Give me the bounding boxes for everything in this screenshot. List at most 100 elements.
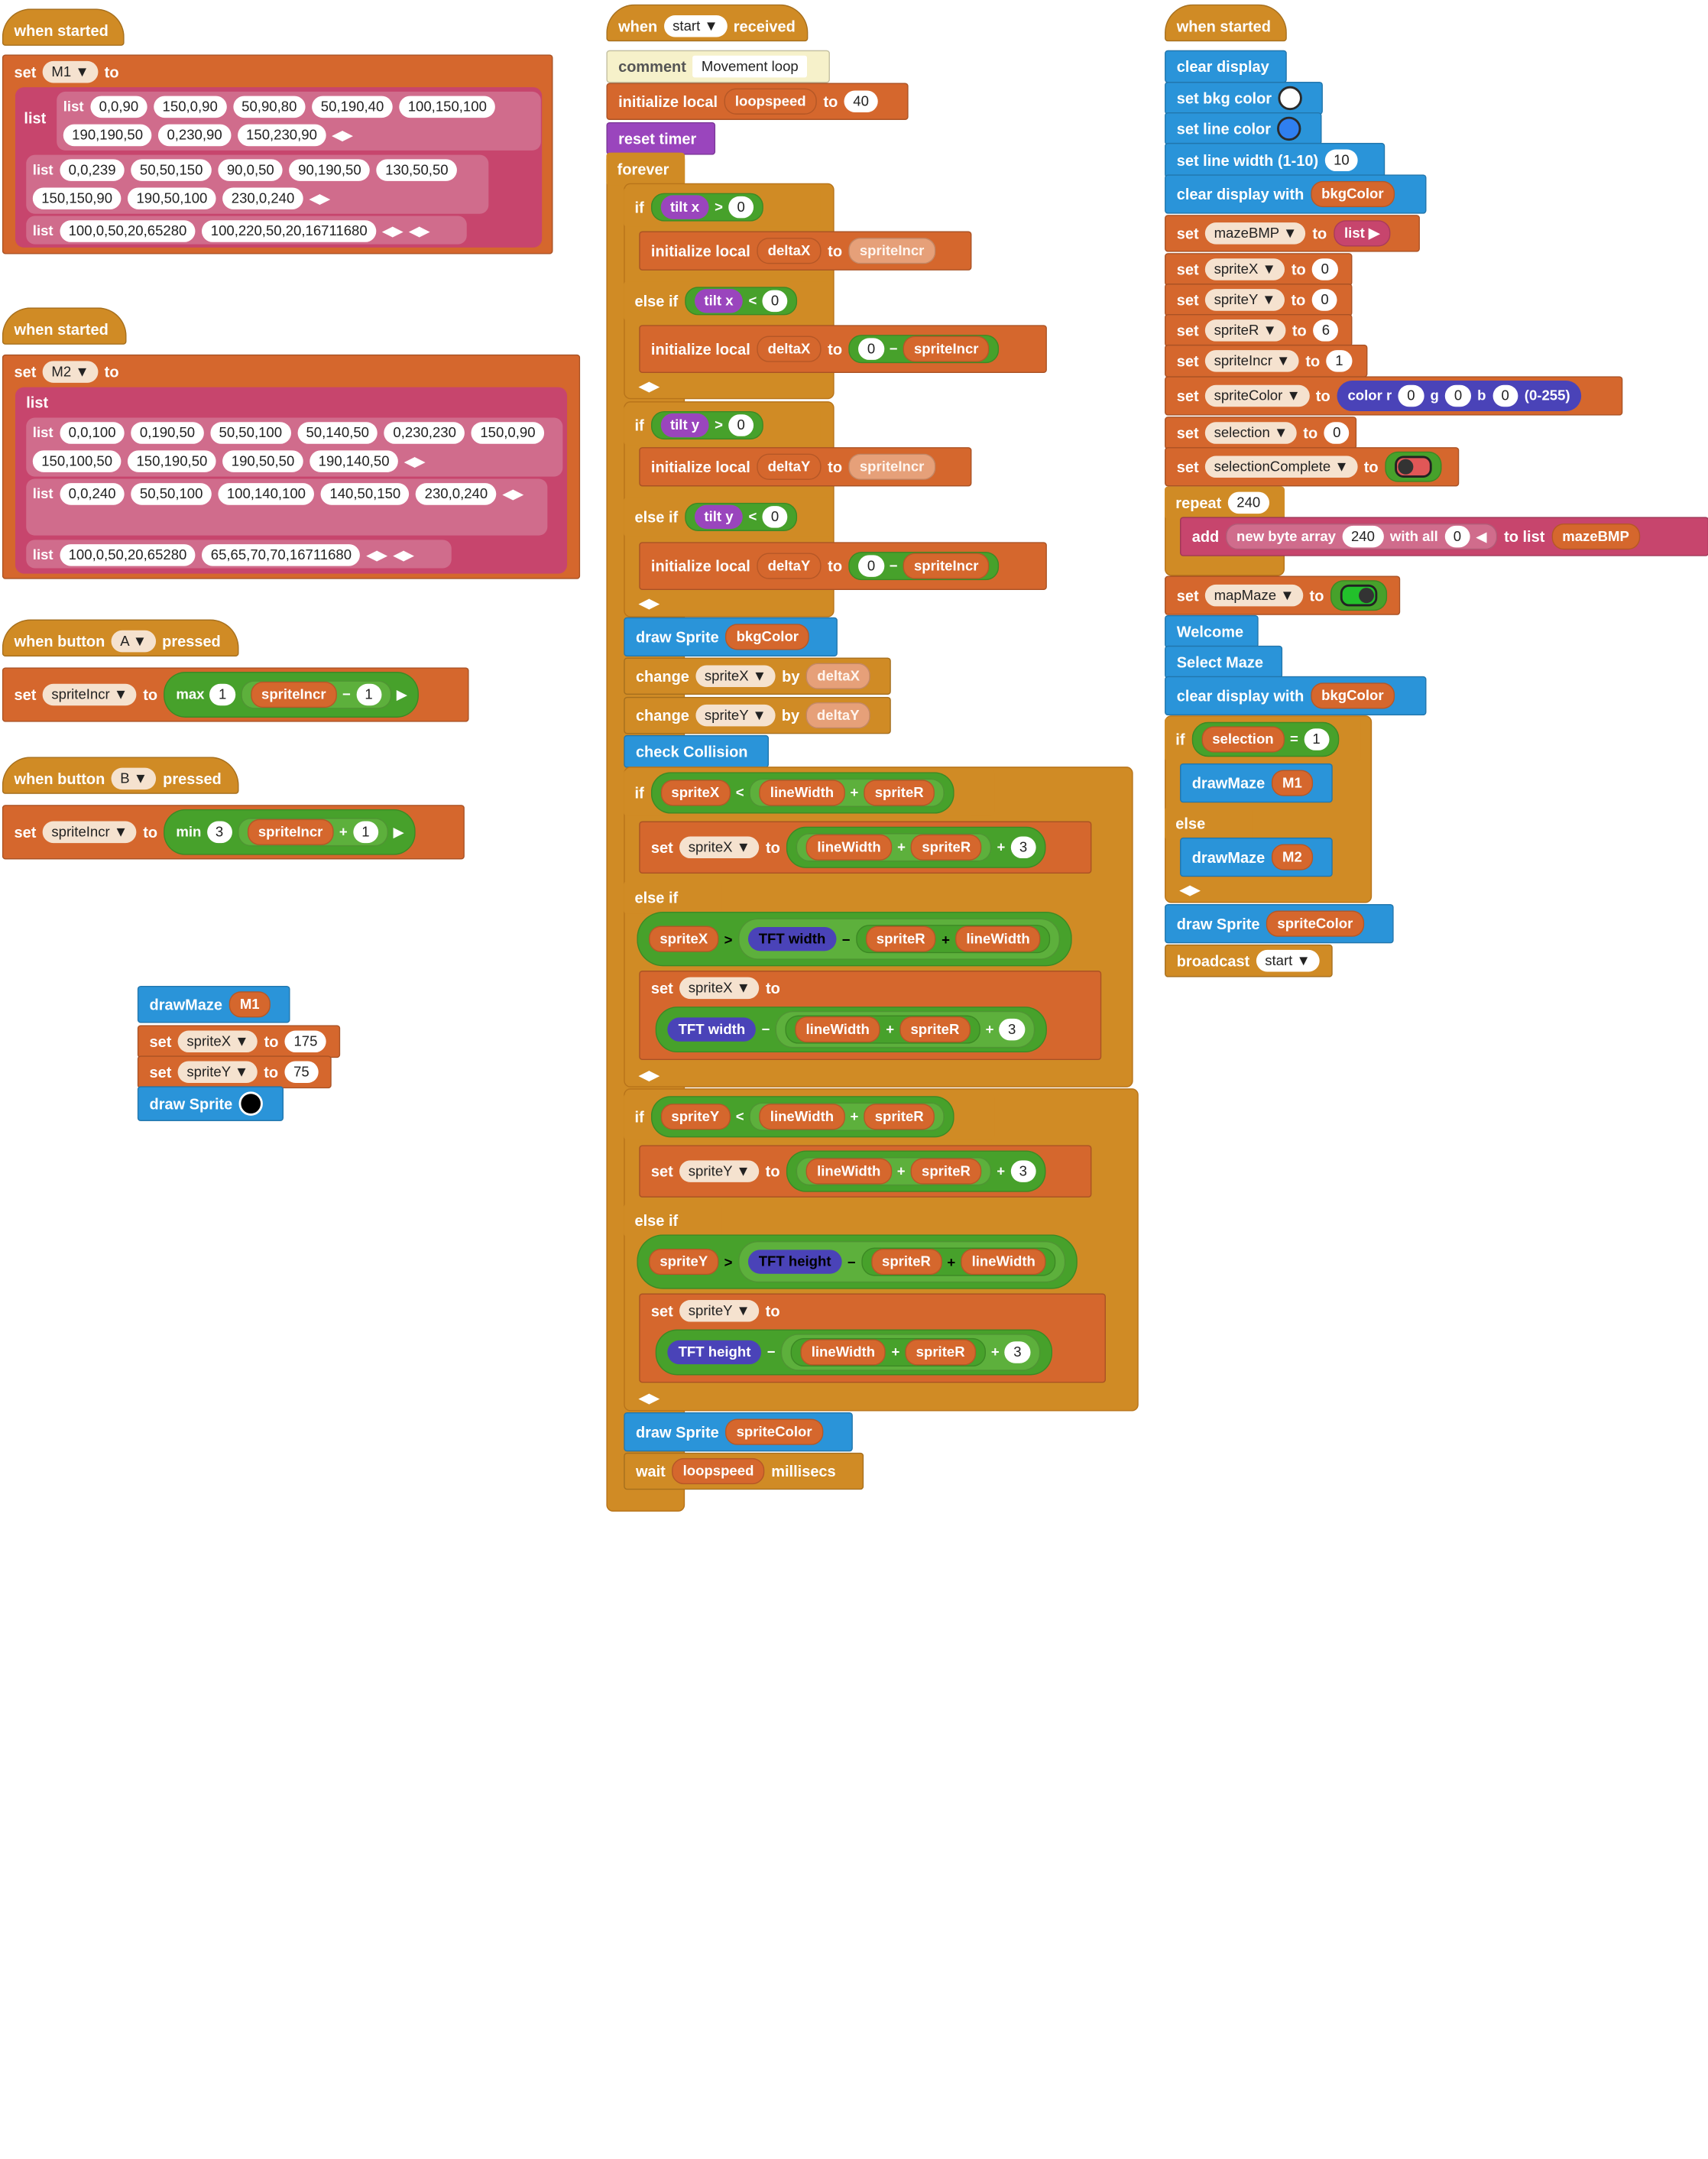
spritey-dropdown[interactable]: spriteY ▼ [679,1299,760,1322]
spriter-reporter[interactable]: spriteR [911,834,982,861]
spriteincr-reporter[interactable]: spriteIncr [903,553,990,579]
list-item[interactable]: 90,190,50 [289,159,371,181]
list-item[interactable]: 0,0,100 [60,422,125,444]
selection-dropdown[interactable]: selection ▼ [1205,422,1297,444]
list-item[interactable]: 230,0,240 [222,187,303,209]
init-deltax-neg-block[interactable]: initialize local deltaX to 0−spriteIncr [639,325,1047,374]
collapse-arrow-icon[interactable]: ◀ [1476,529,1487,545]
set-spriteincr-b-block[interactable]: set spriteIncr ▼ to min 3 spriteIncr + 1… [2,805,465,860]
spriteincr-reporter[interactable]: spriteIncr [250,681,337,708]
gt-op-spritey[interactable]: spriteY > TFT height − spriteR+lineWidth [637,1234,1078,1289]
list-item[interactable]: 50,50,100 [210,422,291,444]
set-mazebmp-block[interactable]: set mazeBMP ▼ to list ▶ [1165,215,1420,252]
plus-op[interactable]: spriteIncr + 1 [237,818,388,847]
min-function[interactable]: min 3 spriteIncr + 1 ▶ [164,809,416,855]
tilt-y-reporter[interactable]: tilt y [660,413,709,438]
plus-arg[interactable]: 3 [1010,836,1036,859]
list-item[interactable]: 150,0,90 [154,96,227,118]
change-spritey-block[interactable]: change spriteY ▼ by deltaY [624,696,891,734]
spritex-reporter[interactable]: spriteX [649,926,719,952]
clear-display-block[interactable]: clear display [1165,50,1287,83]
b-value[interactable]: 0 [1492,384,1518,407]
list-item[interactable]: 150,100,50 [32,450,122,472]
if-spritex-header[interactable]: if spriteX < lineWidth+spriteR [624,770,995,816]
mazebmp-dropdown[interactable]: mazeBMP ▼ [1205,222,1306,245]
list-item[interactable]: 140,50,150 [320,483,410,505]
minus-op[interactable]: 0−spriteIncr [848,335,1000,364]
comment-block[interactable]: comment Movement loop [606,50,830,83]
m1-reporter[interactable]: M1 [1271,770,1314,796]
list-item[interactable]: 0,230,90 [158,124,232,147]
spriter-reporter[interactable]: spriteR [899,1016,971,1043]
list-item[interactable]: 0,0,239 [60,159,125,181]
spritex-dropdown[interactable]: spriteX ▼ [679,836,760,859]
spritex-dropdown[interactable]: spriteX ▼ [1205,258,1285,280]
list-item[interactable]: 190,50,100 [128,187,216,209]
welcome-block[interactable]: Welcome [1165,614,1259,648]
m1-reporter[interactable]: M1 [228,991,271,1018]
spritey-reporter[interactable]: spriteY [649,1248,719,1276]
expand-collapse-arrows-icon[interactable]: ◀▶ [310,190,330,206]
min-arg-1[interactable]: 3 [206,821,232,844]
list-item[interactable]: 150,0,90 [471,422,544,444]
x-value[interactable]: 175 [285,1030,326,1053]
minus-op[interactable]: TFT height − spriteR+lineWidth [737,1240,1066,1283]
linewidth-reporter[interactable]: lineWidth [795,1016,881,1043]
fill-value[interactable]: 0 [1444,525,1470,548]
tft-width-reporter[interactable]: TFT width [667,1017,757,1042]
spriter-reporter[interactable]: spriteR [905,1339,976,1366]
change-spritex-block[interactable]: change spriteX ▼ by deltaX [624,657,891,695]
bkgcolor-reporter[interactable]: bkgColor [1310,682,1395,709]
linewidth-reporter[interactable]: lineWidth [805,1158,892,1185]
tilt-y-reporter[interactable]: tilt y [694,504,744,530]
minus-op[interactable]: TFT width − lineWidth+spriteR + 3 [655,1007,1047,1053]
lt-arg[interactable]: 0 [762,290,788,313]
minus-arg[interactable]: 0 [858,555,884,577]
check-collision-block[interactable]: check Collision [624,734,770,768]
list-item[interactable]: 0,0,240 [60,483,125,505]
value[interactable]: 6 [1313,319,1339,342]
else-header[interactable]: else [1165,806,1253,840]
expand-collapse-arrows-icon[interactable]: ◀▶ [409,223,429,239]
spriteincr-dropdown[interactable]: spriteIncr ▼ [42,683,137,706]
set-spritey-0-block[interactable]: set spriteY ▼ to 0 [1165,284,1353,316]
tft-width-reporter[interactable]: TFT width [747,926,837,951]
expand-arrow-icon[interactable]: ▶ [393,824,404,840]
linewidth-reporter[interactable]: lineWidth [806,834,892,861]
expand-collapse-arrows-icon[interactable]: ◀▶ [382,223,404,239]
list-item[interactable]: 50,90,80 [232,96,306,118]
deltay-var[interactable]: deltaY [757,453,822,480]
add-to-list-block[interactable]: add new byte array 240 with all 0 ◀ to l… [1180,517,1708,556]
list-item[interactable]: 230,0,240 [416,483,497,505]
when-button-a-hat[interactable]: when button A ▼ pressed [2,619,239,657]
spritey-reporter[interactable]: spriteY [660,1104,731,1130]
broadcast-dropdown[interactable]: start ▼ [1256,949,1320,972]
start-dropdown[interactable]: start ▼ [663,15,728,37]
wait-block[interactable]: wait loopspeed millisecs [624,1452,864,1490]
spriter-reporter[interactable]: spriteR [864,780,935,806]
draw-sprite-bkg-block[interactable]: draw Sprite bkgColor [624,617,838,657]
eq-arg[interactable]: 1 [1304,728,1330,750]
button-b-dropdown[interactable]: B ▼ [111,767,157,790]
spritex-dropdown[interactable]: spriteX ▼ [695,665,776,688]
m2-dropdown[interactable]: M2 ▼ [42,361,99,383]
lt-op[interactable]: tilt x<0 [684,287,798,316]
expand-collapse-arrows-icon[interactable]: ◀▶ [393,547,414,563]
select-maze-block[interactable]: Select Maze [1165,645,1283,679]
spriteincr-reporter[interactable]: spriteIncr [848,238,935,264]
list-item[interactable]: 50,190,40 [312,96,393,118]
list-item[interactable]: 100,0,50,20,65280 [60,544,196,566]
spritex-dropdown[interactable]: spriteX ▼ [679,977,760,1000]
tilt-x-reporter[interactable]: tilt x [694,289,744,313]
max-arg-1[interactable]: 1 [209,683,235,706]
gt-op-spritex[interactable]: spriteX > TFT width − spriteR+lineWidth [637,911,1073,967]
clear-display-with-block-2[interactable]: clear display with bkgColor [1165,676,1427,716]
spriter-reporter[interactable]: spriteR [910,1158,982,1185]
list-item[interactable]: 150,150,90 [32,187,122,209]
spritex-dropdown[interactable]: spriteX ▼ [177,1030,258,1053]
m1-dropdown[interactable]: M1 ▼ [42,60,99,83]
